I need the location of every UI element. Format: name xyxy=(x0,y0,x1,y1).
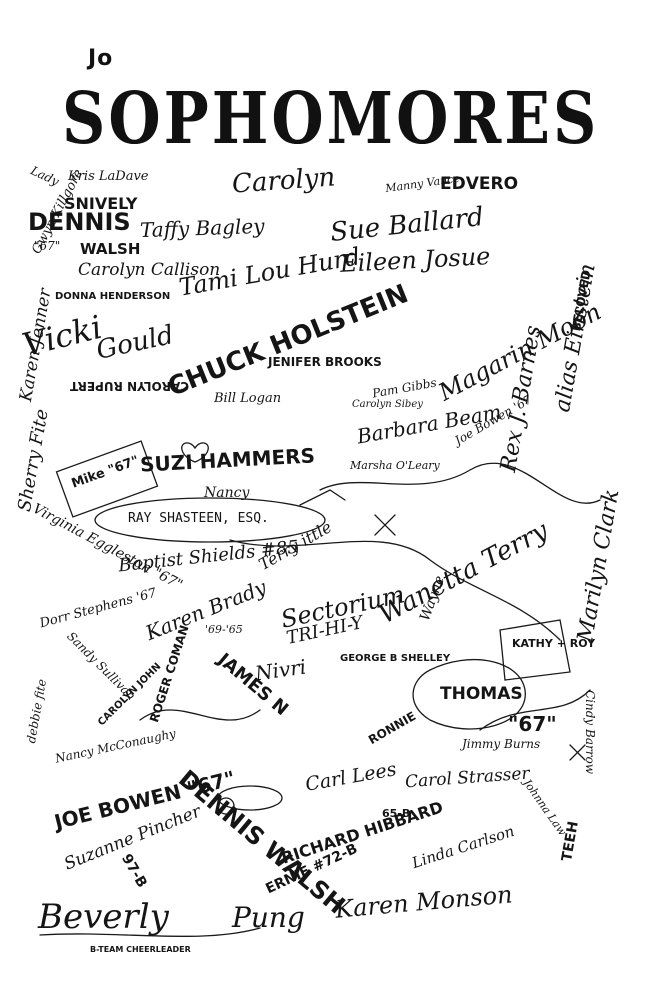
signature: Beverly xyxy=(38,897,169,937)
signature: '69-'65 xyxy=(205,623,243,636)
signature: Taffy Bagley xyxy=(139,213,265,243)
signature: Carolyn xyxy=(231,162,337,200)
signature: Pung xyxy=(232,901,305,934)
signature: WALSH xyxy=(80,240,141,258)
signature: Carl Lees xyxy=(303,758,399,796)
signature: SUZI HAMMERS xyxy=(139,443,316,477)
signature: CAROLYN RUPERT xyxy=(70,379,190,393)
signature: Cindy Barrow xyxy=(583,690,597,774)
signature: Wanetta Terry xyxy=(373,515,554,631)
cross-mark-1 xyxy=(374,514,396,536)
signature: KATHY + ROY xyxy=(512,637,596,650)
signature: B-TEAM CHEERLEADER xyxy=(90,945,191,954)
signature: Tami Lou Hurd xyxy=(176,242,363,302)
signature: RONNIE xyxy=(365,708,419,748)
signature: Carol Strasser xyxy=(404,763,531,793)
signature: Marilyn Clark xyxy=(573,487,625,644)
signature: Sue Ballard xyxy=(328,202,486,248)
signature: DONNA HENDERSON xyxy=(55,291,171,302)
signature: JENIFER BROOKS xyxy=(268,355,382,369)
signature: THOMAS xyxy=(440,684,523,704)
page-title: SOPHOMORES xyxy=(62,78,600,161)
signature: 65-B xyxy=(382,807,411,820)
signature: Nancy xyxy=(204,485,250,501)
signature: Marsha O'Leary xyxy=(350,459,440,472)
signature: Nancy McConaughy xyxy=(53,726,178,766)
signature: GEORGE B SHELLEY xyxy=(340,653,451,664)
signature: Mike "67" xyxy=(69,453,142,492)
signature: Jimmy Burns xyxy=(462,737,541,751)
signature: Carolyn Sibey xyxy=(352,399,423,410)
signature: SNIVELY xyxy=(64,194,138,213)
signature: DENNIS xyxy=(28,208,131,236)
corner-mark: Jo xyxy=(88,46,114,71)
signature: debbie fite xyxy=(24,677,50,745)
signature: Carolyn Callison xyxy=(78,260,221,280)
signature: "67" xyxy=(34,239,61,253)
signature: 97-B xyxy=(118,851,150,891)
signature: Pam Gibbs xyxy=(371,375,438,401)
signature: "67" xyxy=(508,712,557,736)
signature: Gould xyxy=(93,320,177,366)
signature: Sherry Fite xyxy=(14,407,53,514)
kathy-roy-box xyxy=(499,619,571,681)
signature: EDVERO xyxy=(440,174,519,194)
signature: Eileen Josue xyxy=(339,242,492,278)
signature: Kris LaDave xyxy=(68,169,149,184)
signature: Johnna Law xyxy=(520,776,569,839)
signature: Karen Monson xyxy=(334,880,514,924)
ray-arrow xyxy=(299,489,346,506)
signature: Lady xyxy=(28,163,62,189)
signature: RAY SHASTEEN, ESQ. xyxy=(128,511,269,526)
signature: Bill Logan xyxy=(214,391,282,406)
signature: Dorr Stephens '67 xyxy=(38,585,159,632)
signature: Linda Carlson xyxy=(409,822,517,873)
signature: CHUCK HOLSTEIN xyxy=(163,279,413,403)
